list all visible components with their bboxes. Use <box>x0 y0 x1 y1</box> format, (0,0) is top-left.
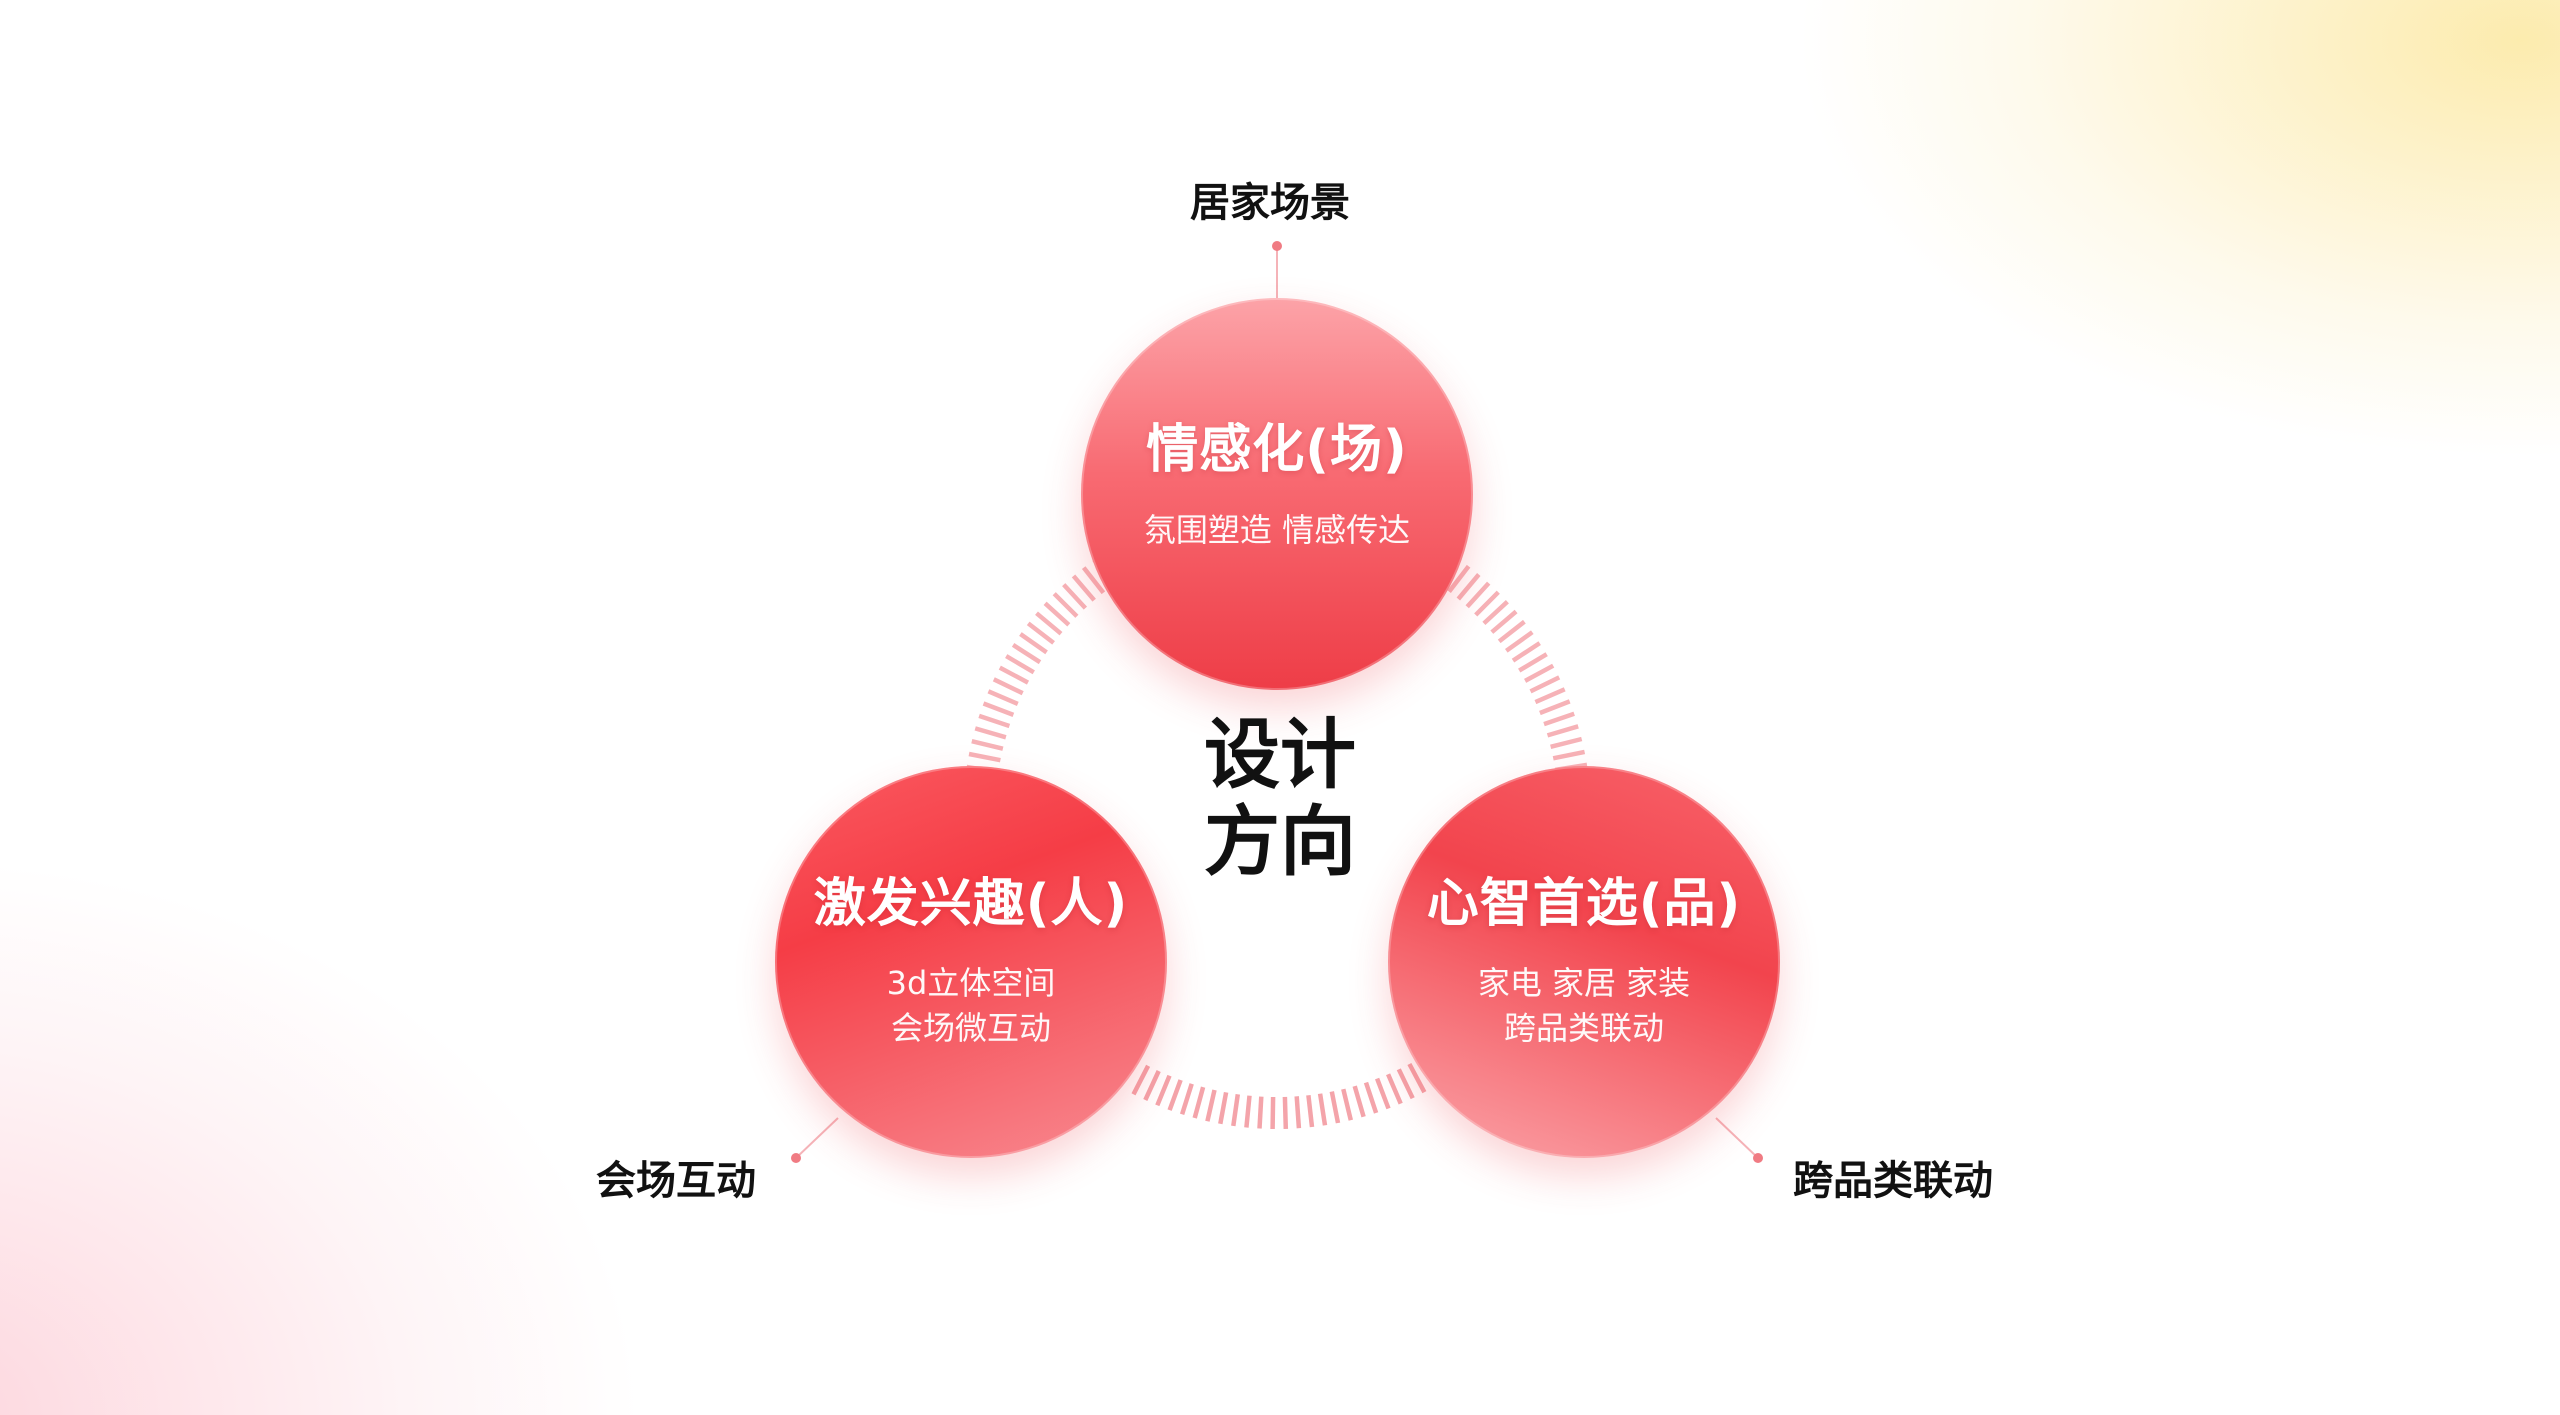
ring-tick <box>1447 564 1471 593</box>
node-top-emotion: 情感化(场) 氛围塑造 情感传达 <box>1081 298 1473 690</box>
ring-tick <box>1282 1096 1289 1129</box>
ring-tick <box>982 701 1015 718</box>
ring-tick <box>1143 1070 1161 1101</box>
ring-tick <box>1231 1093 1241 1127</box>
ring-tick <box>1317 1093 1328 1126</box>
connector-left <box>795 1117 839 1159</box>
ring-tick <box>1019 632 1048 655</box>
ring-tick <box>1534 687 1566 705</box>
ring-tick <box>1465 581 1491 609</box>
ring-tick <box>971 739 1004 751</box>
ring-tick <box>1043 601 1071 627</box>
connector-lines <box>791 241 1763 1163</box>
node-right-mindshare: 心智首选(品) 家电 家居 家装 跨品类联动 <box>1388 766 1780 1158</box>
ring-tick <box>1062 583 1088 610</box>
ring-tick <box>1155 1074 1172 1107</box>
ring-tick <box>1386 1073 1403 1105</box>
node-left-desc-line2: 会场微互动 <box>890 1009 1051 1048</box>
node-top-title: 情感化(场) <box>1146 420 1408 481</box>
ring-tick <box>1407 1062 1427 1094</box>
ring-tick <box>1518 652 1548 673</box>
ring-tick <box>1363 1081 1379 1114</box>
ring-tick <box>1329 1091 1341 1124</box>
node-right-desc-line2: 跨品类联动 <box>1503 1009 1664 1048</box>
node-left-desc-line1: 3d立体空间 <box>886 964 1056 1003</box>
ring-tick <box>1035 611 1063 636</box>
node-top-description: 氛围塑造 情感传达 <box>1144 508 1410 553</box>
ring-tick <box>1396 1068 1415 1100</box>
ring-tick <box>1524 663 1555 683</box>
ring-tick <box>998 665 1030 685</box>
ring-tick <box>1482 600 1509 626</box>
ring-tick <box>1490 609 1518 634</box>
center-title-line2: 方向 <box>1204 796 1356 886</box>
ring-tick <box>1071 574 1096 602</box>
ring-tick <box>1167 1079 1183 1111</box>
node-left-interest: 激发兴趣(人) 3d立体空间 会场微互动 <box>775 766 1167 1158</box>
ring-tick <box>978 713 1011 729</box>
ring-tick <box>1011 643 1042 665</box>
ring-tick <box>1294 1096 1302 1129</box>
ring-tick <box>1005 654 1035 675</box>
ring-tick <box>1306 1094 1315 1128</box>
ring-tick <box>1179 1083 1194 1115</box>
center-title: 设计 方向 <box>1130 710 1430 886</box>
ring-tick <box>1131 1064 1151 1096</box>
external-label-left: 会场互动 <box>596 1158 756 1204</box>
ring-tick <box>1474 590 1500 617</box>
node-left-description: 3d立体空间 会场微互动 <box>887 961 1056 1051</box>
ring-tick <box>974 726 1007 740</box>
node-right-desc-line1: 家电 家居 家装 <box>1477 964 1691 1003</box>
ring-tick <box>1270 1096 1276 1130</box>
ring-tick <box>1529 675 1561 694</box>
ring-tick <box>1205 1089 1217 1122</box>
ring-tick <box>1546 724 1579 738</box>
ring-tick <box>1341 1088 1353 1121</box>
ring-tick <box>1497 619 1526 644</box>
external-label-top: 居家场景 <box>1190 180 1350 226</box>
node-right-description: 家电 家居 家装 跨品类联动 <box>1478 961 1690 1051</box>
ring-tick <box>1352 1085 1366 1118</box>
node-top-desc-line1: 氛围塑造 情感传达 <box>1143 510 1411 549</box>
ring-tick <box>992 677 1024 696</box>
connector-dot-top <box>1272 241 1282 251</box>
ring-tick <box>1456 573 1481 601</box>
connector-dot-left <box>791 1153 801 1163</box>
connector-right <box>1715 1117 1759 1159</box>
ring-tick <box>968 751 1001 763</box>
ring-tick <box>1504 630 1534 653</box>
ring-tick <box>1218 1091 1229 1125</box>
ring-tick <box>1257 1096 1264 1129</box>
node-right-title: 心智首选(品) <box>1426 874 1742 934</box>
center-title-line1: 设计 <box>1204 710 1356 799</box>
ring-tick <box>1374 1077 1391 1110</box>
ring-tick <box>1552 749 1586 761</box>
ring-tick <box>1052 592 1079 618</box>
ring-tick <box>1192 1086 1206 1119</box>
ring-tick <box>1244 1095 1252 1128</box>
ring-tick <box>1081 566 1106 595</box>
external-label-right: 跨品类联动 <box>1793 1158 1993 1204</box>
ring-tick <box>1539 699 1571 716</box>
ring-tick <box>1026 621 1055 645</box>
ring-tick <box>1543 711 1575 727</box>
ring-tick <box>1511 641 1541 663</box>
node-left-title: 激发兴趣(人) <box>813 874 1129 934</box>
ring-tick <box>987 689 1019 706</box>
ring-tick <box>1550 736 1583 749</box>
connector-dot-right <box>1753 1153 1763 1163</box>
